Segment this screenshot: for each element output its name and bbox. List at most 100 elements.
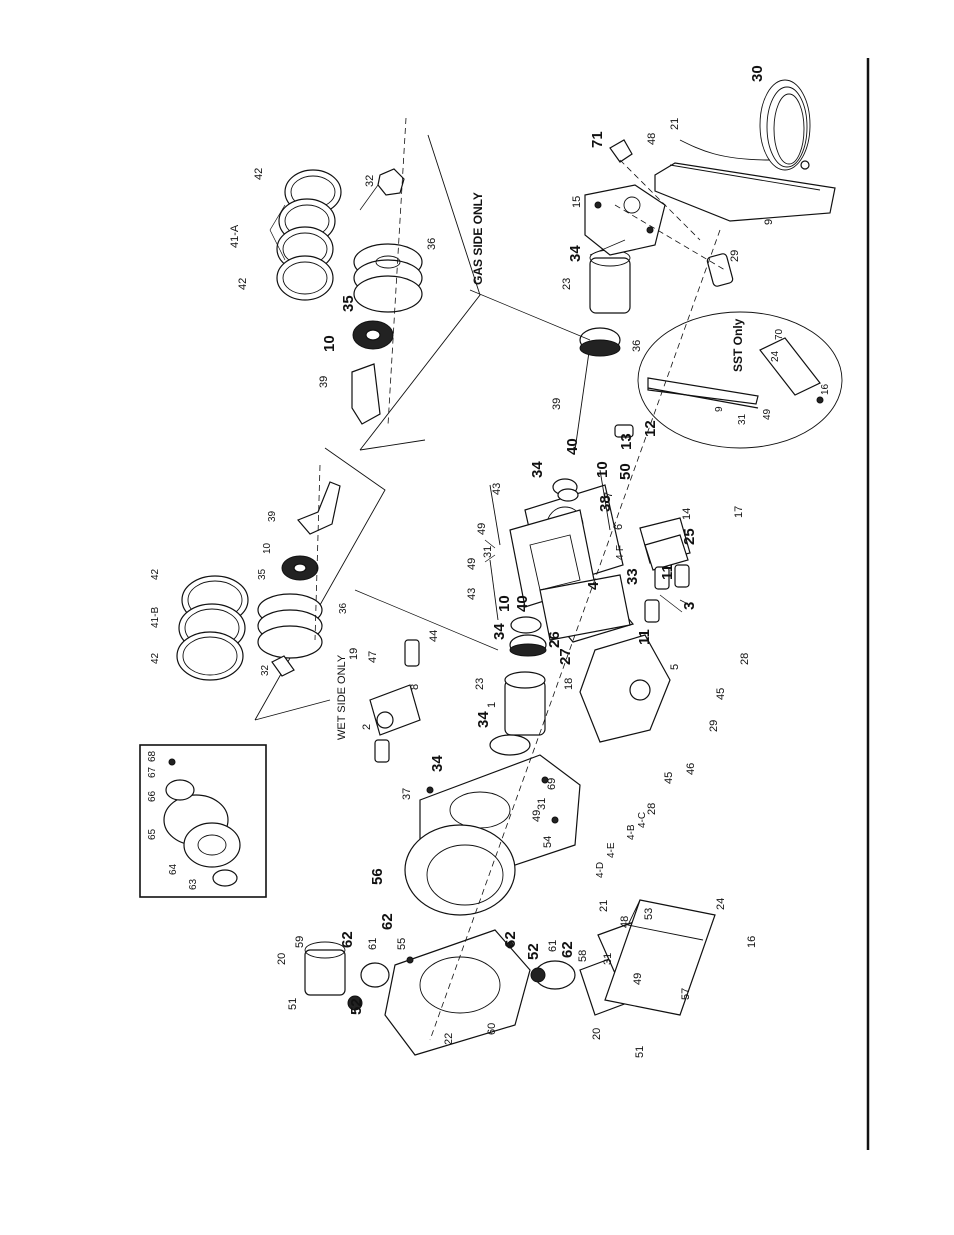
label-59: 59 bbox=[294, 936, 306, 948]
label-10b: 10 bbox=[594, 461, 611, 478]
label-13: 13 bbox=[618, 433, 635, 450]
label-38: 38 bbox=[597, 495, 614, 512]
label-49b: 49 bbox=[476, 523, 488, 535]
label-15: 15 bbox=[571, 196, 583, 208]
label-28a: 28 bbox=[739, 653, 751, 665]
label-45b: 45 bbox=[663, 772, 675, 784]
label-35b: 35 bbox=[257, 568, 268, 580]
label-20b: 20 bbox=[591, 1028, 603, 1040]
lower-cover bbox=[384, 929, 531, 1056]
label-30: 30 bbox=[749, 65, 766, 82]
label-36a: 36 bbox=[631, 340, 643, 352]
label-40a: 40 bbox=[564, 438, 581, 455]
label-69: 69 bbox=[546, 778, 558, 790]
leader-lines bbox=[269, 184, 691, 606]
label-1: 1 bbox=[486, 702, 498, 708]
label-46: 46 bbox=[685, 763, 697, 775]
label-11a: 11 bbox=[659, 564, 676, 580]
label-4-C: 4-C bbox=[637, 812, 648, 828]
label-61a: 61 bbox=[367, 938, 379, 950]
label-4-D: 4-D bbox=[595, 862, 606, 878]
label-35a: 35 bbox=[340, 295, 357, 312]
label-19: 19 bbox=[348, 648, 360, 660]
label-31b: 31 bbox=[482, 546, 494, 558]
sst-detail bbox=[637, 311, 843, 449]
label-4-F: 4-F bbox=[615, 545, 626, 560]
label-17: 17 bbox=[733, 506, 745, 518]
label-5: 5 bbox=[669, 664, 681, 670]
gas-side-piston bbox=[351, 117, 423, 426]
label-71: 71 bbox=[589, 131, 606, 148]
label-29b: 29 bbox=[708, 720, 720, 732]
label-51a: 51 bbox=[287, 998, 299, 1010]
label-11b: 11 bbox=[636, 629, 653, 645]
valve-assembly bbox=[369, 639, 421, 763]
label-62d: 62 bbox=[559, 941, 576, 958]
label-42c: 42 bbox=[150, 568, 161, 580]
label-41-A: 41-A bbox=[229, 224, 241, 248]
label-36c: 36 bbox=[338, 602, 349, 614]
center-axis bbox=[429, 229, 721, 1041]
label-4-B: 4-B bbox=[626, 824, 637, 840]
label-16a: 16 bbox=[820, 383, 831, 395]
label-54: 54 bbox=[542, 836, 554, 848]
label-10a: 10 bbox=[321, 335, 338, 352]
lever-assembly bbox=[584, 139, 836, 287]
label-56: 56 bbox=[369, 868, 386, 885]
label-52b: 52 bbox=[525, 943, 542, 960]
label-49e: 49 bbox=[632, 973, 644, 985]
label-28b: 28 bbox=[646, 803, 658, 815]
label-18: 18 bbox=[563, 678, 575, 690]
label-4: 4 bbox=[585, 581, 602, 590]
label-49d: 49 bbox=[531, 810, 543, 822]
label-33: 33 bbox=[624, 568, 641, 585]
part-labels: 30 71 48 21 15 9 29 34 23 36 39 42 41-A … bbox=[147, 65, 831, 1058]
label-25: 25 bbox=[681, 528, 698, 545]
label-66: 66 bbox=[147, 790, 158, 802]
label-3: 3 bbox=[681, 602, 698, 610]
label-52a: 52 bbox=[348, 998, 365, 1015]
label-42a: 42 bbox=[253, 168, 265, 180]
label-36b: 36 bbox=[426, 238, 438, 250]
label-23b: 23 bbox=[474, 678, 486, 690]
gas-side-shaft bbox=[469, 221, 639, 451]
label-26: 26 bbox=[546, 631, 563, 648]
label-57: 57 bbox=[680, 988, 692, 1000]
label-23a: 23 bbox=[561, 278, 573, 290]
label-39c: 39 bbox=[267, 510, 278, 522]
cable-coil bbox=[679, 79, 811, 171]
label-29a: 29 bbox=[729, 250, 741, 262]
label-21b: 21 bbox=[598, 900, 610, 912]
label-24a: 24 bbox=[770, 350, 781, 362]
label-43a: 43 bbox=[491, 483, 503, 495]
label-62b: 62 bbox=[379, 913, 396, 930]
wet-side-title: WET SIDE ONLY bbox=[336, 654, 348, 740]
label-39a: 39 bbox=[551, 398, 563, 410]
label-70: 70 bbox=[774, 328, 785, 340]
label-55: 55 bbox=[396, 938, 408, 950]
diaphragm bbox=[404, 824, 516, 916]
inlet-fitting bbox=[304, 941, 390, 1011]
label-6: 6 bbox=[613, 524, 625, 530]
handle-tube bbox=[604, 899, 716, 1016]
label-48a: 48 bbox=[646, 133, 658, 145]
label-34a: 34 bbox=[567, 245, 584, 262]
label-48b: 48 bbox=[619, 916, 631, 928]
wet-side-bracket bbox=[254, 447, 499, 721]
label-63: 63 bbox=[188, 878, 199, 890]
wet-side-piston bbox=[257, 464, 341, 677]
label-34e: 34 bbox=[429, 755, 446, 772]
label-32b: 32 bbox=[260, 664, 271, 676]
label-34c: 34 bbox=[491, 623, 508, 640]
label-9a: 9 bbox=[763, 219, 775, 225]
sst-title: SST Only bbox=[731, 318, 745, 372]
label-39b: 39 bbox=[318, 376, 330, 388]
label-21a: 21 bbox=[669, 118, 681, 130]
label-43b: 43 bbox=[466, 588, 478, 600]
label-4-E: 4-E bbox=[606, 842, 617, 858]
label-41-B: 41-B bbox=[150, 607, 161, 628]
label-45a: 45 bbox=[715, 688, 727, 700]
label-10c: 10 bbox=[496, 595, 513, 612]
label-16b: 16 bbox=[746, 936, 758, 948]
